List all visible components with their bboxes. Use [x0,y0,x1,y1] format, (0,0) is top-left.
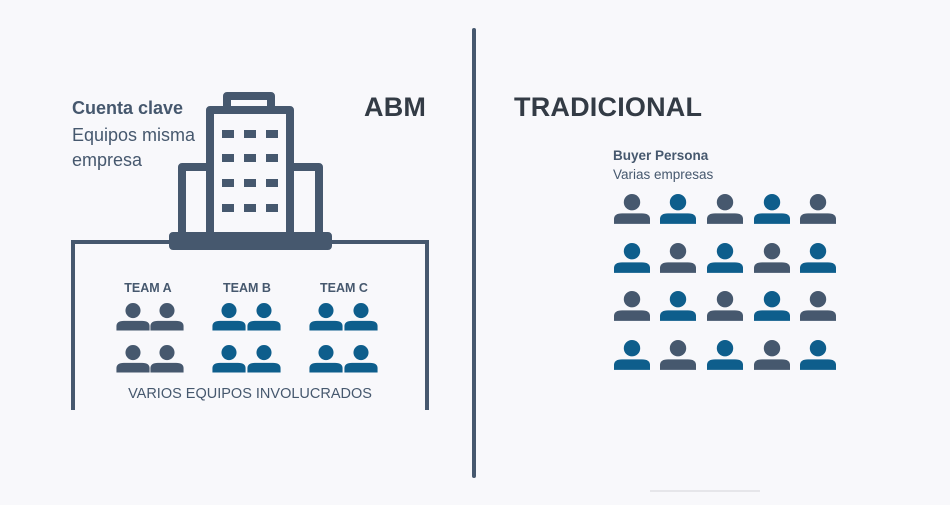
buyer-persona-label: Buyer Persona [613,148,709,163]
person-icon [660,194,696,224]
person-icon [150,303,184,331]
account-description: Equipos misma empresa [72,125,196,170]
person-icon [116,345,150,373]
person-icon [754,291,790,321]
team-b-label: TEAM B [223,281,271,295]
person-icon [309,303,343,331]
team-c-label: TEAM C [320,281,368,295]
building-windows [222,130,278,212]
person-icon [116,303,150,331]
person-icon [344,303,378,331]
person-icon [707,291,743,321]
person-icon [754,340,790,370]
person-icon [707,243,743,273]
person-icon [247,303,281,331]
person-icon [707,340,743,370]
person-icon [614,243,650,273]
person-icon [150,345,184,373]
person-icon [212,345,246,373]
person-icon [754,243,790,273]
person-icon [660,340,696,370]
person-icon [800,194,836,224]
person-icon [344,345,378,373]
person-icon [800,340,836,370]
person-icon [247,345,281,373]
person-icon [614,291,650,321]
person-icon [212,303,246,331]
person-icon [309,345,343,373]
teams-caption: VARIOS EQUIPOS INVOLUCRADOS [128,386,372,402]
person-icon [707,194,743,224]
people-icons [116,194,836,373]
traditional-title: TRADICIONAL [514,92,703,122]
building-icon [169,92,332,250]
person-icon [800,243,836,273]
account-key-label: Cuenta clave [72,98,184,118]
person-icon [660,243,696,273]
person-icon [754,194,790,224]
buyer-persona-description: Varias empresas [613,167,714,182]
person-icon [800,291,836,321]
section-divider [472,28,476,478]
abm-title: ABM [364,92,427,122]
team-a-label: TEAM A [124,281,172,295]
person-icon [660,291,696,321]
bottom-divider [650,490,760,492]
person-icon [614,194,650,224]
person-icon [614,340,650,370]
